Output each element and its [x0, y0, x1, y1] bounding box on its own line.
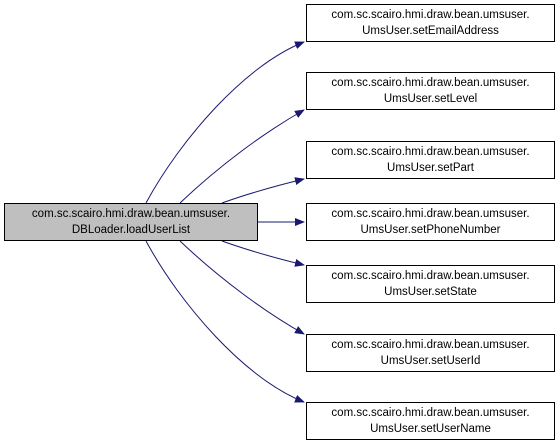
node-label-line2: UmsUser.setEmailAddress	[362, 25, 499, 37]
node-label-line1: com.sc.scairo.hmi.draw.bean.umsuser.	[331, 407, 530, 419]
node-setuserid[interactable]: com.sc.scairo.hmi.draw.bean.umsuser. Ums…	[306, 334, 555, 372]
node-setusername[interactable]: com.sc.scairo.hmi.draw.bean.umsuser. Ums…	[306, 402, 555, 440]
node-label-line2: UmsUser.setPart	[387, 162, 474, 174]
node-label-line1: com.sc.scairo.hmi.draw.bean.umsuser.	[331, 208, 530, 220]
edge-to-setLevel	[179, 109, 305, 204]
edge-to-setEmailAddress	[145, 41, 305, 204]
node-setemailaddress[interactable]: com.sc.scairo.hmi.draw.bean.umsuser. Ums…	[306, 4, 555, 42]
edge-to-setState	[221, 240, 305, 267]
node-setphonenumber[interactable]: com.sc.scairo.hmi.draw.bean.umsuser. Ums…	[306, 203, 555, 241]
node-label-line1: com.sc.scairo.hmi.draw.bean.umsuser.	[31, 208, 231, 220]
node-dbloader-loaduserlist[interactable]: com.sc.scairo.hmi.draw.bean.umsuser. DBL…	[4, 203, 258, 241]
node-setstate[interactable]: com.sc.scairo.hmi.draw.bean.umsuser. Ums…	[306, 265, 555, 303]
edge-to-setPart	[221, 177, 305, 204]
node-label-line2: UmsUser.setLevel	[383, 93, 478, 105]
node-label-line1: com.sc.scairo.hmi.draw.bean.umsuser.	[331, 9, 530, 21]
node-label-line1: com.sc.scairo.hmi.draw.bean.umsuser.	[331, 146, 530, 158]
edge-to-setUserId	[179, 240, 305, 335]
node-label-line1: com.sc.scairo.hmi.draw.bean.umsuser.	[331, 77, 530, 89]
node-label-line2: DBLoader.loadUserList	[71, 224, 191, 236]
node-label-line2: UmsUser.setPhoneNumber	[360, 224, 501, 236]
node-setpart[interactable]: com.sc.scairo.hmi.draw.bean.umsuser. Ums…	[306, 141, 555, 179]
node-label-line1: com.sc.scairo.hmi.draw.bean.umsuser.	[331, 339, 530, 351]
node-label-line2: UmsUser.setUserId	[380, 355, 481, 367]
node-label-line2: UmsUser.setState	[384, 286, 477, 298]
edge-to-setUserName	[145, 240, 305, 403]
node-label-line1: com.sc.scairo.hmi.draw.bean.umsuser.	[331, 270, 530, 282]
node-setlevel[interactable]: com.sc.scairo.hmi.draw.bean.umsuser. Ums…	[306, 72, 555, 110]
node-label-line2: UmsUser.setUserName	[370, 423, 491, 435]
